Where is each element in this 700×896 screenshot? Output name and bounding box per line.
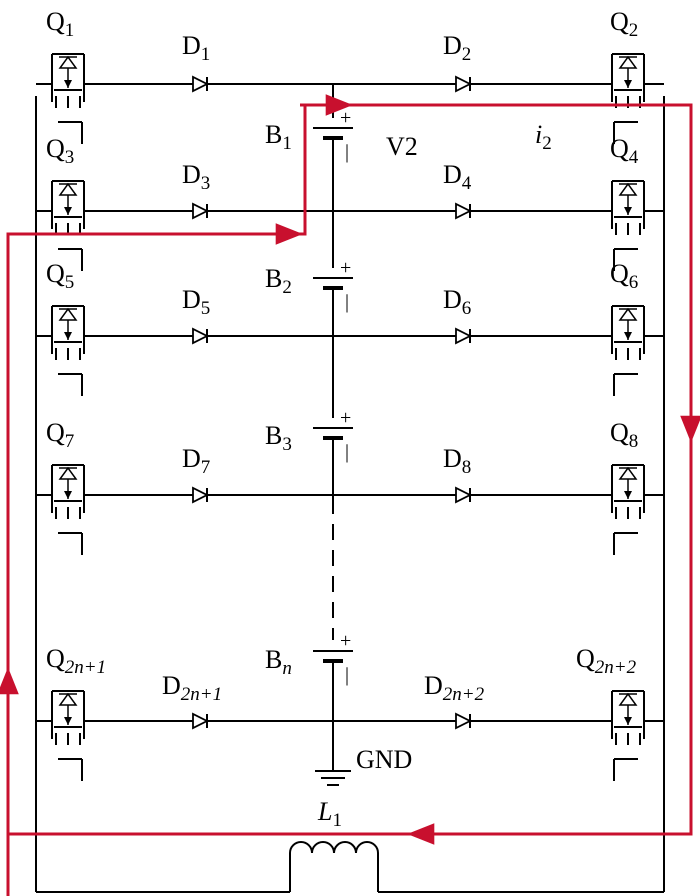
label-q7: Q7 xyxy=(46,418,74,452)
diode-db xyxy=(455,712,473,730)
label-b3: B3 xyxy=(265,421,292,455)
label-q1: Q1 xyxy=(46,7,74,41)
label-q2n2: Q2n+2 xyxy=(576,644,637,678)
current-path-i2 xyxy=(0,94,700,896)
label-i2: i2 xyxy=(535,120,552,154)
label-q2: Q2 xyxy=(610,7,638,41)
mosfet-q4 xyxy=(611,180,664,271)
diode-d2 xyxy=(455,75,473,93)
label-d5: D5 xyxy=(182,285,210,319)
label-b2: B2 xyxy=(265,264,292,298)
battery-b3: +| xyxy=(313,407,353,463)
label-d3: D3 xyxy=(182,160,210,194)
battery-plus-sign: + xyxy=(340,407,351,429)
mosfet-q5 xyxy=(36,305,85,396)
diode-d8 xyxy=(455,486,473,504)
diode-da xyxy=(192,712,210,730)
label-q8: Q8 xyxy=(610,418,638,452)
label-d7: D7 xyxy=(182,444,210,478)
battery-minus-sign: | xyxy=(345,291,349,313)
diode-d1 xyxy=(192,75,210,93)
mosfet-q1 xyxy=(36,53,85,144)
label-d2: D2 xyxy=(443,31,471,65)
ground-symbol xyxy=(315,770,351,786)
mosfet-q8 xyxy=(611,464,664,555)
label-q5: Q5 xyxy=(46,259,74,293)
mosfet-q7 xyxy=(36,464,85,555)
label-bn: Bn xyxy=(265,645,292,679)
battery-plus-sign: + xyxy=(340,630,351,652)
label-q2n1: Q2n+1 xyxy=(46,644,106,678)
diode-d5 xyxy=(192,327,210,345)
label-v2: V2 xyxy=(386,132,418,161)
battery-bn: +| xyxy=(313,630,353,686)
label-d2n2: D2n+2 xyxy=(424,671,485,705)
diode-d4 xyxy=(455,202,473,220)
label-d6: D6 xyxy=(443,285,471,319)
mosfet-qb xyxy=(611,690,664,781)
label-d8: D8 xyxy=(443,444,471,478)
mosfet-q3 xyxy=(36,180,85,271)
label-l1: L1 xyxy=(317,797,342,831)
battery-plus-sign: + xyxy=(340,107,351,129)
mosfet-qa xyxy=(36,690,85,781)
battery-b1: +| xyxy=(313,107,353,163)
inductor-l1 xyxy=(289,841,379,892)
diode-d7 xyxy=(192,486,210,504)
label-d4: D4 xyxy=(443,160,472,194)
battery-minus-sign: | xyxy=(345,141,349,163)
label-b1: B1 xyxy=(265,120,292,154)
battery-b2: +| xyxy=(313,257,353,313)
label-d2n1: D2n+1 xyxy=(162,671,222,705)
mosfet-q6 xyxy=(611,305,664,396)
battery-plus-sign: + xyxy=(340,257,351,279)
label-q6: Q6 xyxy=(610,259,638,293)
mosfet-q2 xyxy=(611,53,664,144)
label-d1: D1 xyxy=(182,31,210,65)
battery-minus-sign: | xyxy=(345,664,349,686)
label-gnd: GND xyxy=(356,745,412,774)
diode-d3 xyxy=(192,202,210,220)
diode-d6 xyxy=(455,327,473,345)
battery-minus-sign: | xyxy=(345,441,349,463)
label-q4: Q4 xyxy=(610,134,639,168)
row-wires xyxy=(84,83,612,722)
label-q3: Q3 xyxy=(46,134,74,168)
